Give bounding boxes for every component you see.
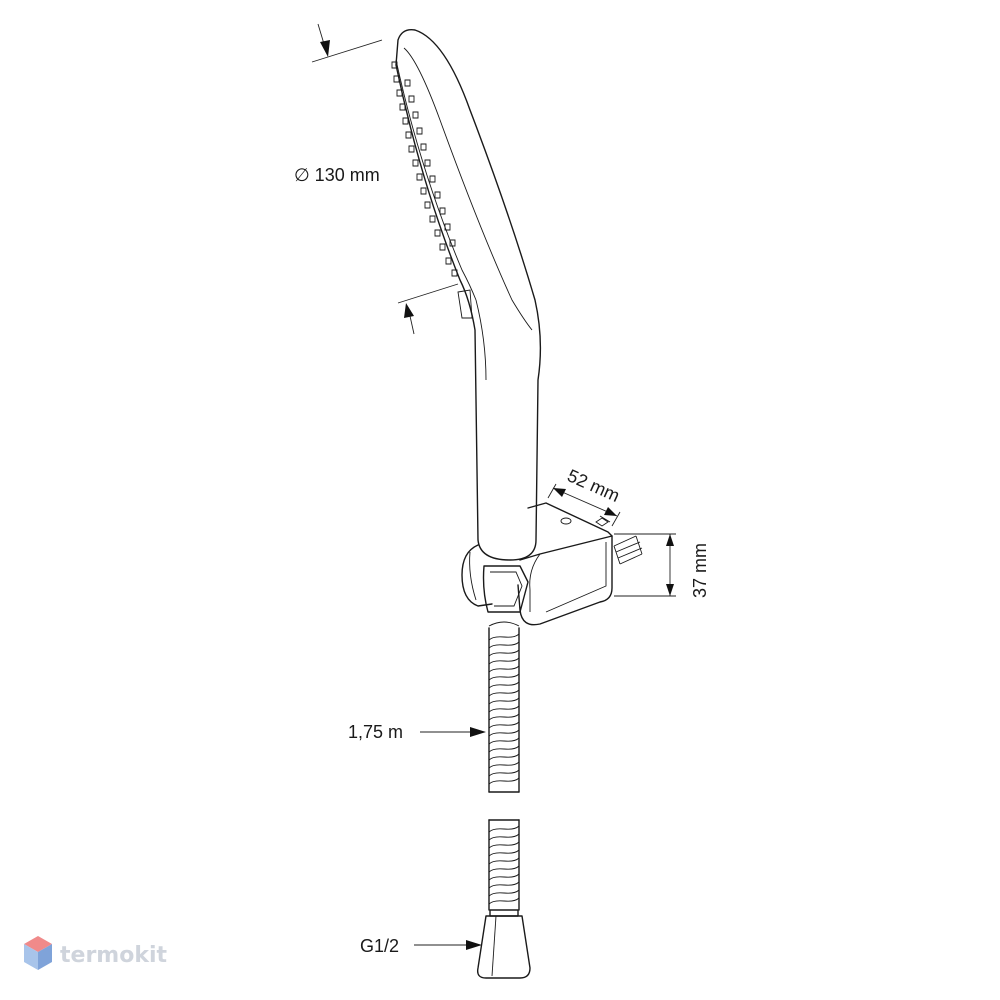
hose-coil [488, 641, 520, 649]
hose-coil [488, 825, 520, 833]
wall-holder-icon [461, 502, 643, 626]
hose-coil [488, 737, 520, 745]
shower-head-icon [391, 29, 542, 561]
holder-width-dimension: 52 mm [547, 465, 623, 527]
connector-nut-icon [476, 909, 531, 979]
hose-coil [488, 705, 520, 713]
termokit-logo-icon [24, 936, 52, 970]
hose-length-label: 1,75 m [348, 722, 403, 742]
hose-coil [488, 857, 520, 865]
hose-coil [488, 761, 520, 769]
termokit-logo: termokit [24, 936, 167, 970]
thread-label: G1/2 [360, 936, 399, 956]
hose-lower-segment [488, 819, 520, 911]
hose-coil [488, 673, 520, 681]
hose-length-dimension: 1,75 m [348, 722, 486, 742]
spray-nozzles [391, 61, 458, 277]
hose-coil [488, 665, 520, 673]
hose-coil [488, 873, 520, 881]
brand-name: termokit [60, 943, 167, 968]
hose-coil [488, 897, 520, 905]
diameter-dimension: ∅ 130 mm [294, 23, 459, 335]
hose-coil [488, 729, 520, 737]
hose-coil [488, 745, 520, 753]
hose-coil [488, 657, 520, 665]
hose-coil [488, 833, 520, 841]
hose-coil [488, 849, 520, 857]
hose-coil [488, 865, 520, 873]
hose-coil [488, 713, 520, 721]
hose-coil [488, 841, 520, 849]
holder-width-label: 52 mm [564, 465, 622, 506]
thread-dimension: G1/2 [360, 936, 482, 956]
hose-coil [488, 681, 520, 689]
hose-coil [488, 769, 520, 777]
hose-coil [488, 689, 520, 697]
hose-coil [488, 697, 520, 705]
hose-coil [488, 649, 520, 657]
hose-coil [488, 777, 520, 785]
hose-coil [488, 721, 520, 729]
hose-icon [488, 621, 520, 793]
diameter-label: ∅ 130 mm [294, 165, 380, 185]
holder-height-dimension: 37 mm [614, 533, 710, 598]
hose-coil [488, 889, 520, 897]
hose-coil [488, 633, 520, 641]
holder-height-label: 37 mm [690, 543, 710, 598]
hose-coil [488, 881, 520, 889]
hose-coil [488, 753, 520, 761]
